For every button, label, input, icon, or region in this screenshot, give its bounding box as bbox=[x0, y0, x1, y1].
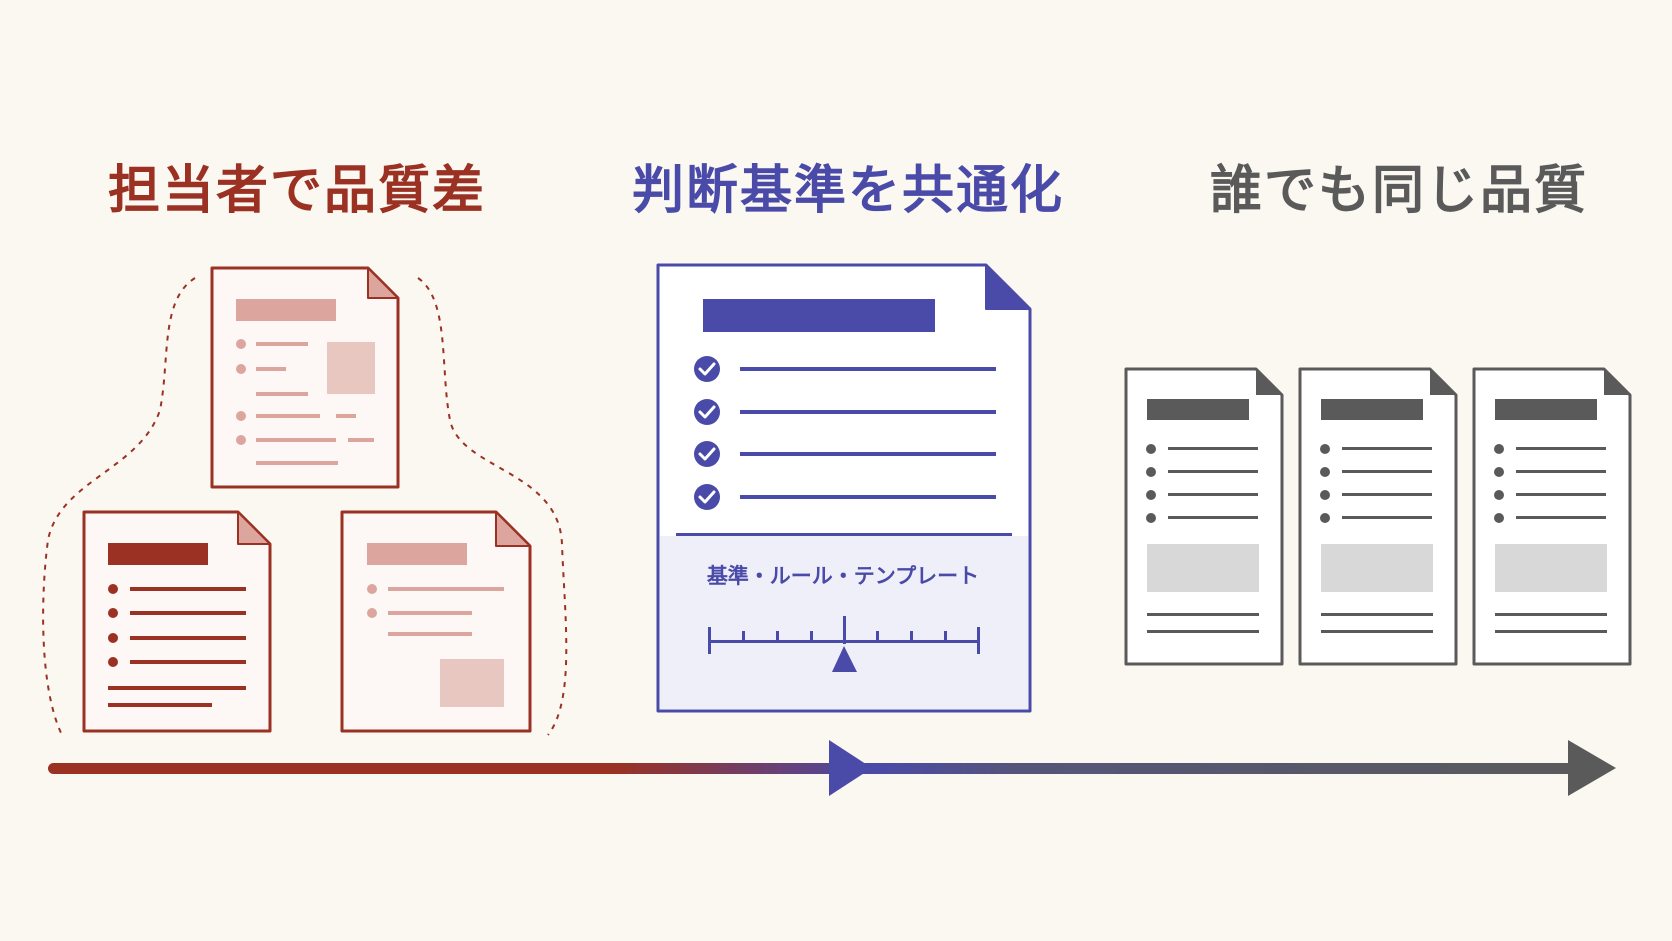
progress-arrow-icon bbox=[48, 740, 1616, 796]
balance-scale-icon bbox=[708, 616, 980, 672]
check-circle-icon bbox=[694, 399, 720, 425]
standard-document-label: 基準・ルール・テンプレート bbox=[707, 564, 979, 588]
heading-standardize-criteria: 判断基準を共通化 bbox=[632, 161, 1065, 221]
inconsistent-documents-group bbox=[42, 266, 568, 736]
check-circle-icon bbox=[694, 441, 720, 467]
uniform-documents-group bbox=[1124, 367, 1632, 666]
document-uniform-2 bbox=[1298, 367, 1458, 666]
arrow-head-end bbox=[1568, 740, 1616, 796]
checklist bbox=[694, 356, 996, 510]
heading-quality-varies: 担当者で品質差 bbox=[108, 161, 487, 221]
document-bottom-dark bbox=[82, 510, 272, 733]
document-bottom-light bbox=[340, 510, 532, 733]
document-uniform-1 bbox=[1124, 367, 1284, 666]
heading-same-quality: 誰でも同じ品質 bbox=[1210, 161, 1589, 221]
standard-document: 基準・ルール・テンプレート bbox=[656, 263, 1032, 713]
document-uniform-3 bbox=[1472, 367, 1632, 666]
check-circle-icon bbox=[694, 484, 720, 510]
arrow-head-middle bbox=[829, 740, 872, 796]
document-top-light bbox=[210, 266, 400, 489]
dashed-group-outline bbox=[42, 277, 568, 736]
check-circle-icon bbox=[694, 356, 720, 382]
divider bbox=[676, 533, 1012, 536]
